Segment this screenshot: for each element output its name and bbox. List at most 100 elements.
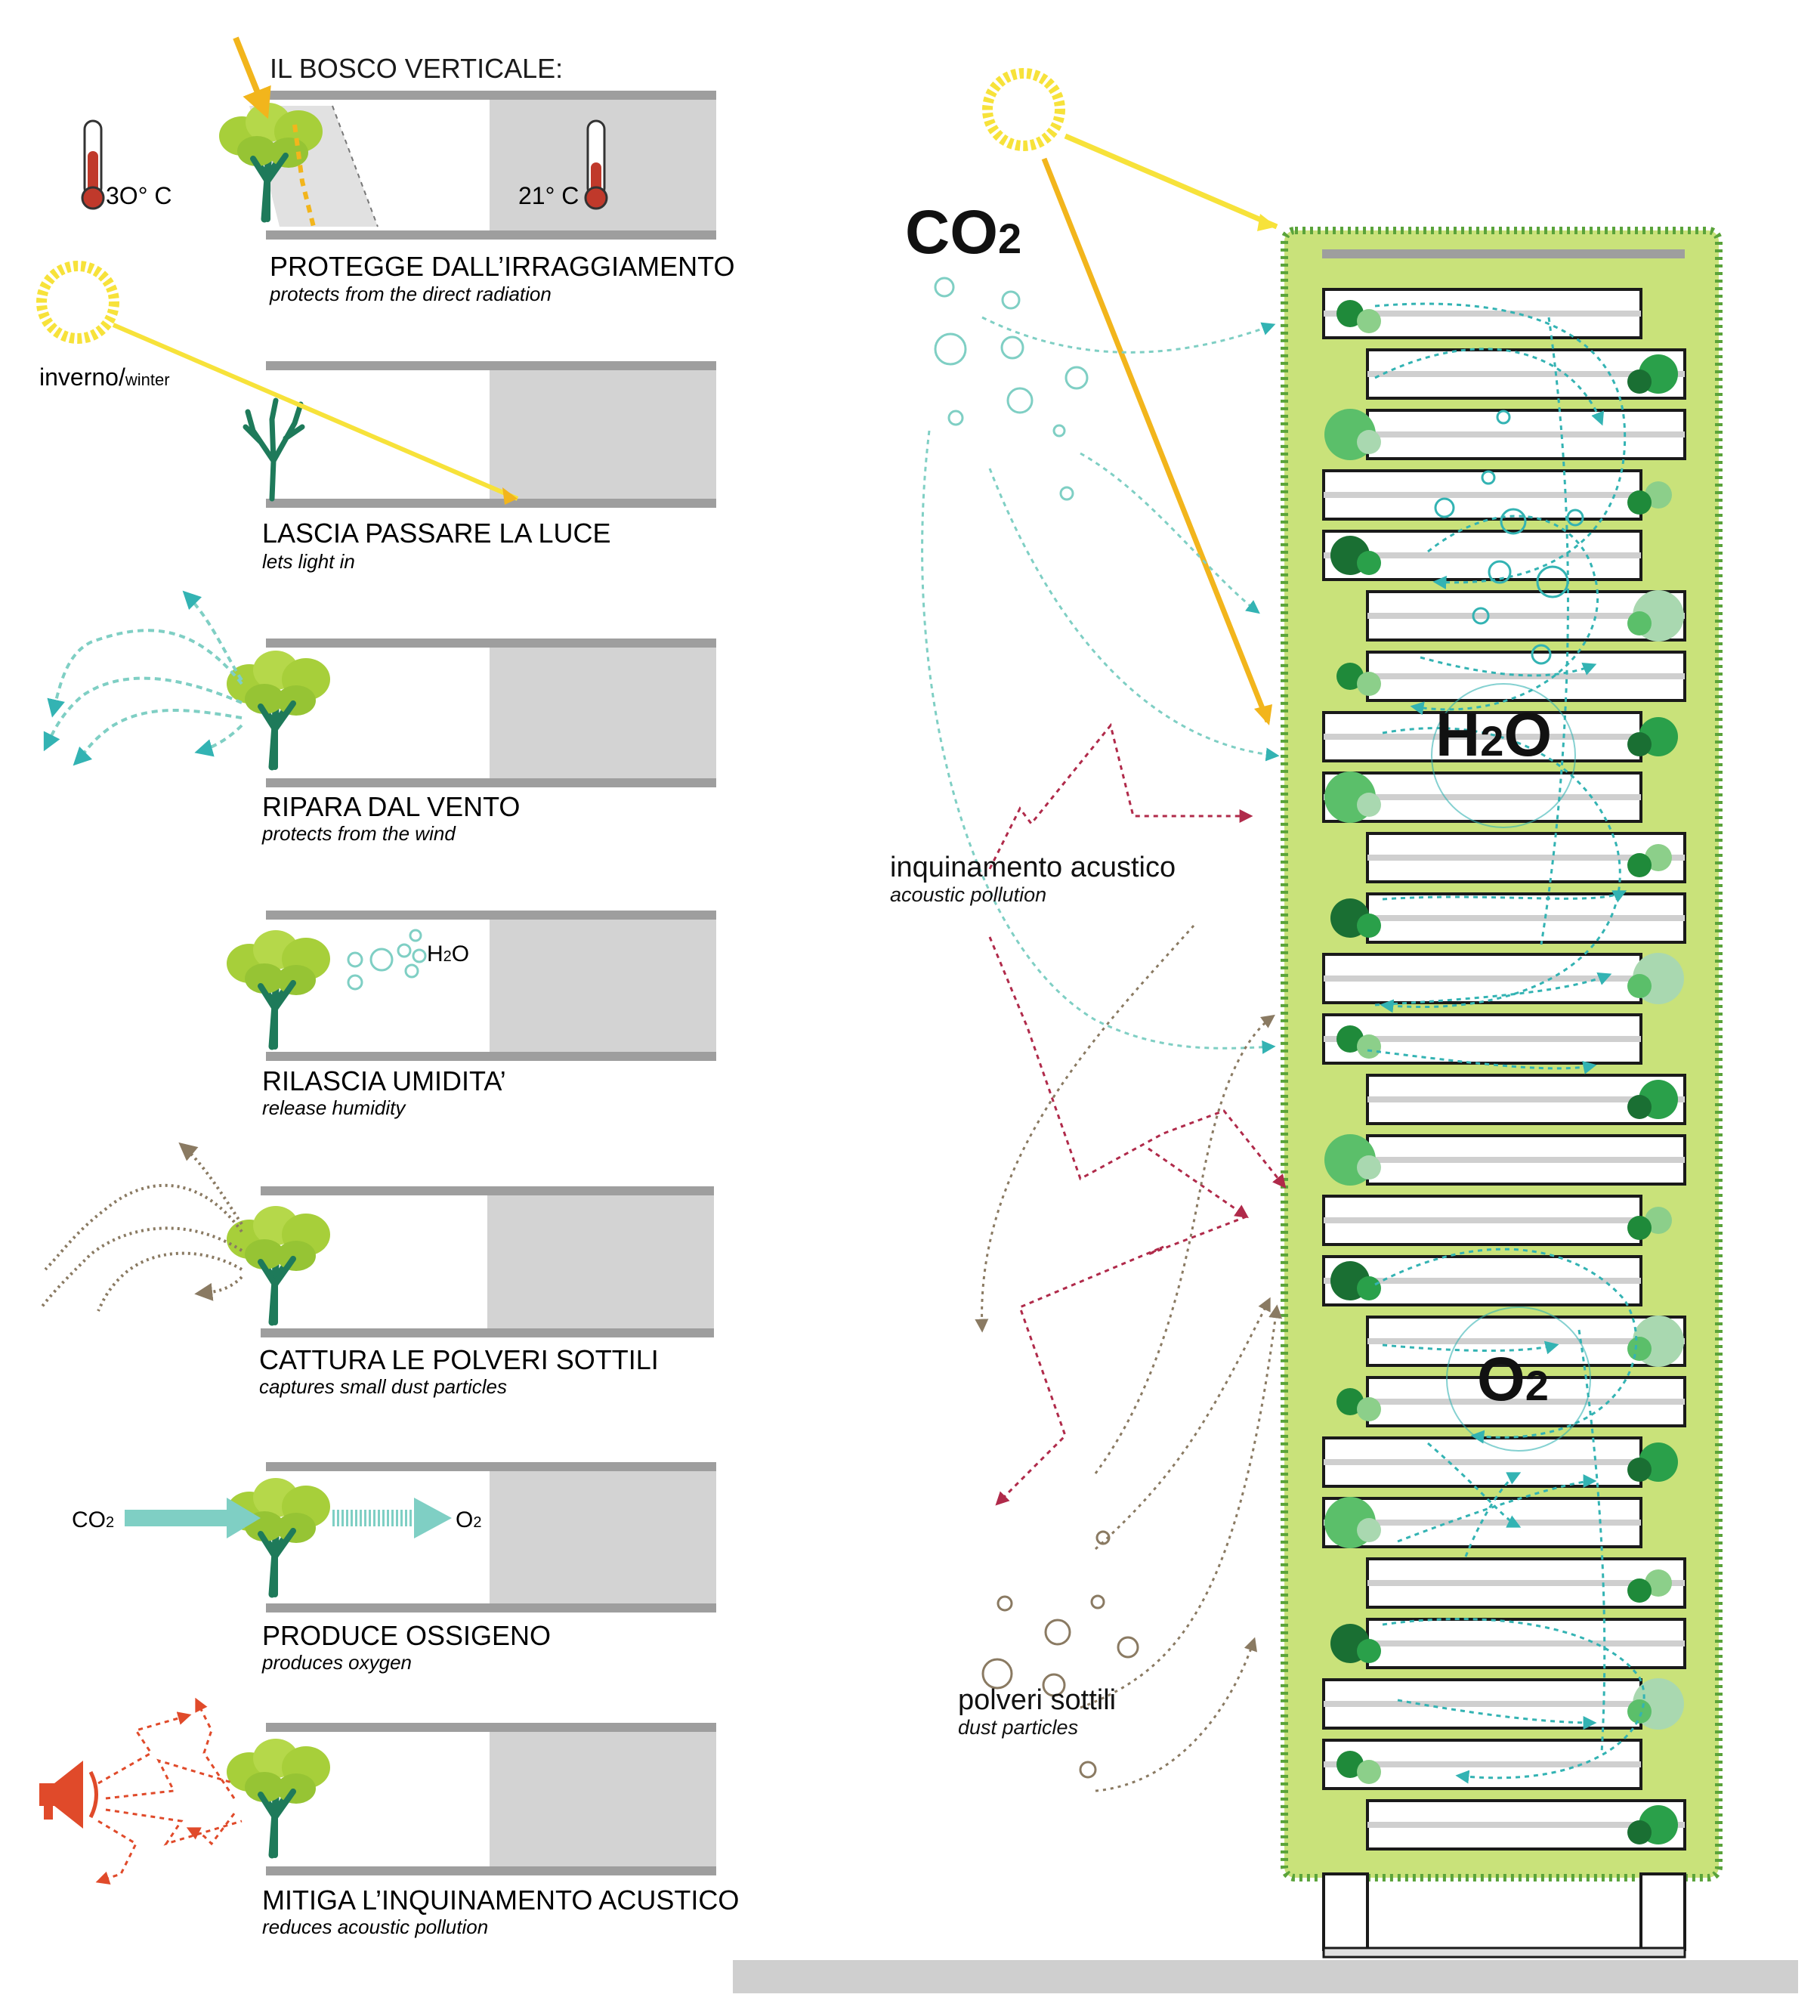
plant-blob	[1336, 663, 1364, 690]
floor-slab	[1367, 613, 1685, 619]
panel-dust: CATTURA LE POLVERI SOTTILI captures smal…	[40, 1142, 714, 1398]
plant-blob	[1627, 369, 1652, 394]
sun-icon	[982, 68, 1065, 151]
panel-subtitle: release humidity	[262, 1096, 406, 1119]
tower-label-sub: 2	[998, 215, 1021, 262]
floor-slab	[1324, 1036, 1641, 1042]
floor-slab	[1324, 1278, 1641, 1284]
plant-blob	[1357, 1518, 1381, 1542]
co2-flows	[921, 316, 1280, 1054]
plant-blob	[1336, 300, 1364, 327]
formula-sub: 2	[473, 1514, 481, 1531]
tower-dust-label: polveri sottili	[958, 1684, 1116, 1716]
floor-slab	[1367, 371, 1685, 377]
dust-flows	[975, 925, 1283, 1792]
plant-blob	[1336, 1751, 1364, 1778]
formula-sub: 2	[106, 1514, 114, 1531]
floor-slab	[1367, 1338, 1685, 1344]
panel-subtitle: produces oxygen	[261, 1651, 412, 1674]
floor-slab	[1367, 431, 1685, 438]
plant-blob	[1645, 481, 1672, 509]
plant-blob	[1627, 974, 1652, 998]
floor-slab	[1324, 552, 1641, 558]
floor-slab	[1324, 492, 1641, 498]
megaphone-icon	[39, 1761, 98, 1829]
winter-label: inverno/winter	[39, 363, 170, 391]
ground	[733, 1960, 1798, 1993]
plant-blob	[1357, 1276, 1381, 1300]
panel-ceiling	[266, 91, 716, 100]
tower-label-end: O	[1503, 700, 1552, 769]
panel-subtitle: protects from the wind	[261, 822, 456, 845]
plant-blob	[1336, 1025, 1364, 1053]
plant-blob	[1357, 1639, 1381, 1663]
sun-ray	[1041, 157, 1271, 723]
panel-humidity: H2O RILASCIA UMIDITA’ release humidity	[227, 911, 716, 1119]
floor-slab	[1324, 976, 1641, 982]
plant-blob	[1357, 309, 1381, 333]
winter-label-sub: winter	[125, 370, 170, 389]
tree-icon	[227, 1478, 330, 1594]
plant-blob	[1357, 793, 1381, 817]
noise-flows	[988, 722, 1287, 1506]
wind-icon	[43, 590, 243, 766]
panel-title: PRODUCE OSSIGENO	[262, 1620, 551, 1651]
winter-label-main: inverno/	[39, 363, 125, 391]
cool-temperature: 21° C	[518, 182, 579, 209]
floor-slab	[1367, 1580, 1685, 1586]
noise-waves	[95, 1697, 243, 1885]
thermometer-icon	[81, 119, 105, 210]
sun-ray	[112, 323, 519, 501]
plant-blob	[1645, 844, 1672, 871]
plant-blob	[1627, 1337, 1652, 1361]
diagram-title: IL BOSCO VERTICALE:	[270, 53, 563, 84]
plant-blob	[1627, 1216, 1652, 1240]
floor-slab	[1367, 673, 1685, 679]
panel-subtitle: lets light in	[262, 550, 355, 573]
panel-wind: RIPARA DAL VENTO protects from the wind	[43, 590, 716, 845]
tower-label-main: H	[1435, 700, 1480, 769]
floor-slab	[1324, 794, 1641, 800]
floor-slab	[1367, 1822, 1685, 1828]
plant-blob	[1336, 1388, 1364, 1415]
humidity-bubbles	[347, 929, 427, 991]
panel-title: RIPARA DAL VENTO	[262, 791, 520, 822]
dust-particles	[981, 1530, 1139, 1779]
formula-main: H	[427, 942, 443, 966]
dust-trails	[40, 1142, 243, 1312]
sun-icon	[36, 261, 119, 344]
plant-blob	[1357, 1397, 1381, 1421]
tower-label-main: O	[1477, 1345, 1525, 1414]
floor-slab	[1367, 1157, 1685, 1163]
formula-main: CO	[72, 1507, 106, 1532]
panel-title: RILASCIA UMIDITA’	[262, 1065, 506, 1096]
facade-plants	[1324, 300, 1684, 1844]
panel-title: MITIGA L’INQUINAMENTO ACUSTICO	[262, 1885, 739, 1916]
plant-blob	[1645, 1207, 1672, 1234]
floor-slab	[1324, 1701, 1641, 1707]
plant-blob	[1357, 430, 1381, 454]
tower-acoustic-label: inquinamento acustico	[890, 852, 1176, 883]
plant-blob	[1627, 611, 1652, 635]
floor-slab	[1367, 1640, 1685, 1647]
plant-blob	[1627, 1820, 1652, 1844]
plant-blob	[1357, 551, 1381, 575]
floor-slab	[1324, 1459, 1641, 1465]
sun-ray	[233, 36, 271, 119]
panel-acoustic: MITIGA L’INQUINAMENTO ACUSTICO reduces a…	[39, 1697, 739, 1938]
tower-label-main: CO	[905, 198, 998, 267]
panel-subtitle: captures small dust particles	[259, 1375, 507, 1398]
plant-blob	[1645, 1569, 1672, 1597]
tree-icon	[227, 651, 330, 767]
panel-light: inverno/winter LASCIA PASSARE LA LUCE le…	[36, 261, 716, 573]
o2-arrow	[332, 1498, 452, 1538]
floor-slab	[1367, 1096, 1685, 1102]
tower-h2o-label: H2O	[1435, 700, 1552, 769]
bare-tree-icon	[246, 400, 302, 499]
sun-ray	[1064, 133, 1278, 230]
tree-icon	[227, 1739, 330, 1855]
panel-subtitle: protects from the direct radiation	[269, 283, 552, 305]
plant-blob	[1357, 672, 1381, 696]
panel-oxygen: CO2 O2 PRODUCE OSSIGENO produces oxygen	[72, 1462, 716, 1674]
